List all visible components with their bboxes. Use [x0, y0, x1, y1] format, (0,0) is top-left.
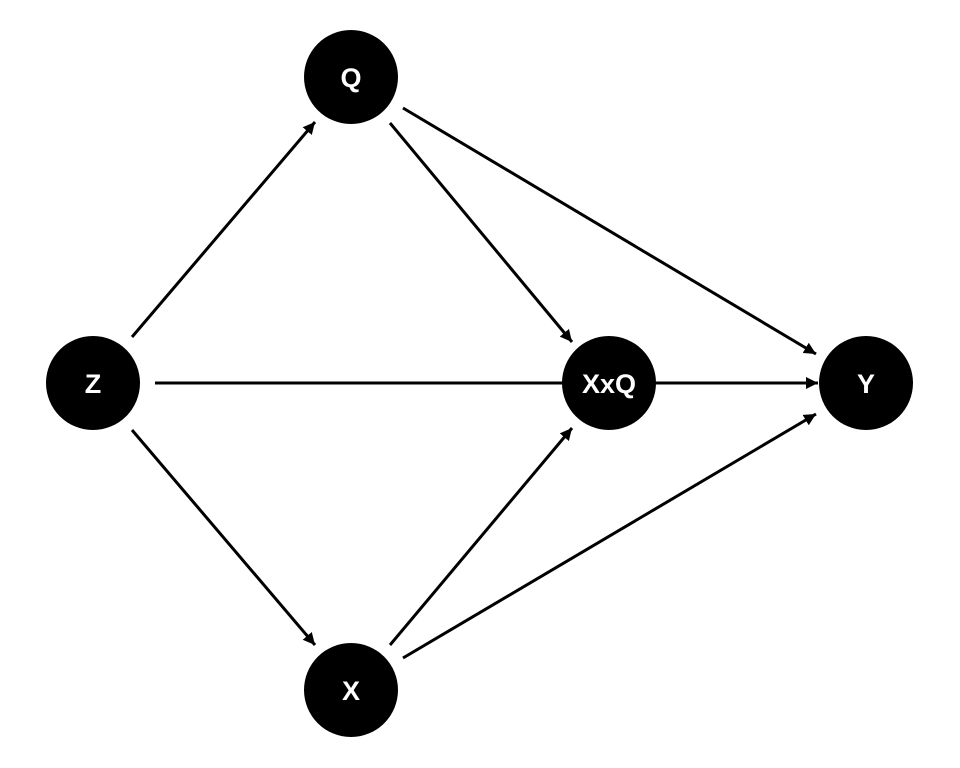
- node-z: Z: [46, 336, 140, 430]
- edge-q-to-xxq: [388, 122, 574, 343]
- edge-z-to-q: [130, 121, 317, 338]
- node-x-label: X: [342, 676, 360, 706]
- edge-q-to-y: [402, 106, 817, 356]
- node-xxq-label: XxQ: [582, 369, 636, 399]
- node-x: X: [304, 643, 398, 737]
- edge-x-to-y: [402, 412, 817, 660]
- edge-x-to-xxq: [388, 427, 574, 646]
- node-z-label: Z: [85, 369, 102, 399]
- node-y-label: Y: [857, 369, 875, 399]
- node-xxq: XxQ: [562, 336, 656, 430]
- edges: [130, 106, 818, 660]
- edge-z-to-x: [130, 429, 317, 646]
- node-y: Y: [819, 336, 913, 430]
- node-q: Q: [304, 30, 398, 124]
- nodes: Q Z XxQ Y X: [46, 30, 913, 737]
- node-q-label: Q: [340, 63, 361, 93]
